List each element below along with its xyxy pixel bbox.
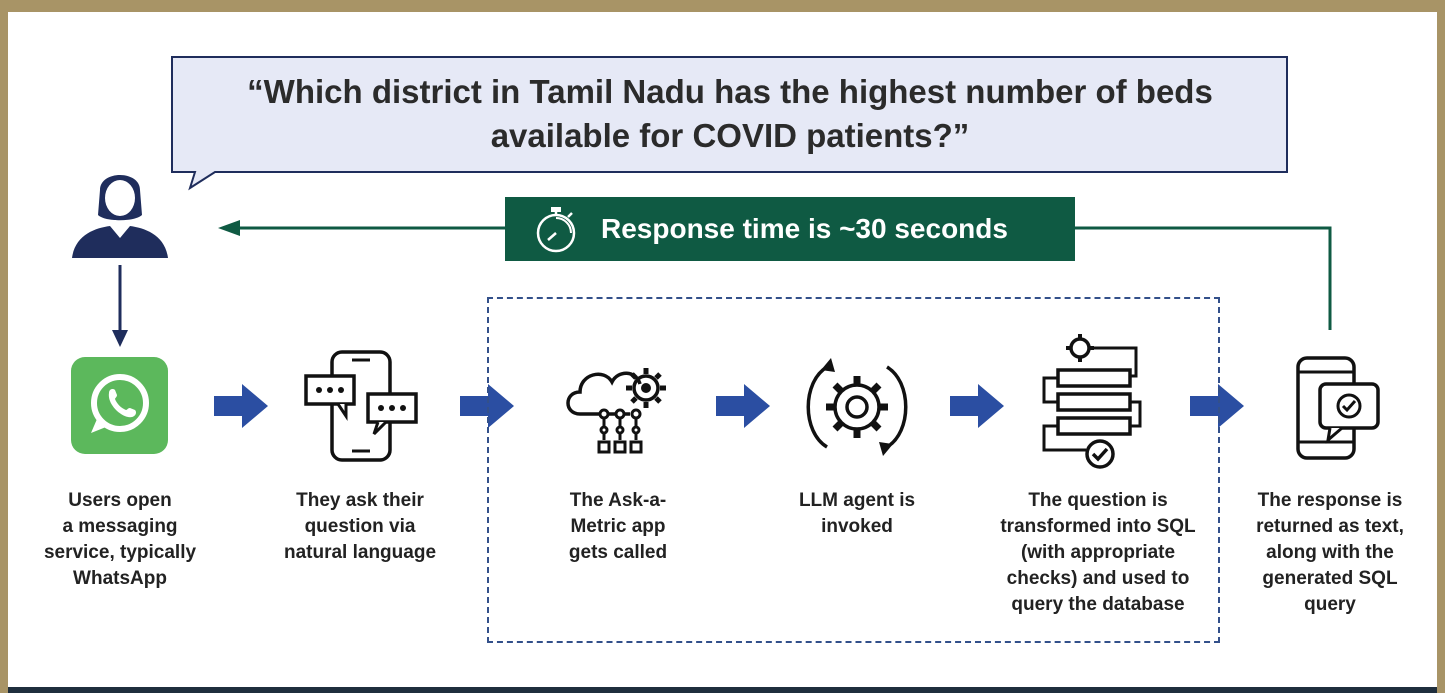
step-1-line: Users open (68, 490, 172, 511)
person-down-arrowhead (112, 330, 128, 347)
step-4-line: invoked (821, 516, 893, 537)
app-boundary-box (487, 297, 1220, 643)
response-time-banner: Response time is ~30 seconds (505, 197, 1075, 261)
step-label-2: They ask their question via natural lang… (260, 488, 460, 566)
stopwatch-icon (536, 207, 576, 253)
step-label-6: The response is returned as text, along … (1232, 488, 1428, 618)
step-6-line: returned as text, (1256, 516, 1404, 537)
flow-arrow-1 (214, 384, 268, 428)
question-line-2: available for COVID patients?” (490, 117, 970, 154)
step-1-line: a messaging (62, 516, 178, 537)
step-5-line: query the database (1011, 594, 1185, 615)
step-6-line: generated SQL (1262, 568, 1398, 589)
return-arrowhead (218, 220, 240, 236)
return-line (1075, 226, 1332, 330)
speech-bubble (171, 56, 1288, 191)
step-6-line: query (1304, 594, 1356, 615)
step-4-line: LLM agent is (798, 490, 916, 511)
step-label-1: Users open a messaging service, typicall… (20, 488, 220, 592)
step-label-4: LLM agent is invoked (757, 488, 957, 540)
step-5-line: checks) and used to (1006, 568, 1190, 589)
bottom-border (8, 687, 1437, 693)
step-label-5: The question is transformed into SQL (wi… (978, 488, 1218, 618)
step-3-line: gets called (568, 542, 668, 563)
step-5-line: (with appropriate (1020, 542, 1176, 563)
step-5-line: transformed into SQL (1000, 516, 1196, 537)
cloud-gear-icon (566, 368, 666, 454)
step-1-line: WhatsApp (73, 568, 167, 589)
flow-arrow-5 (1190, 384, 1244, 428)
gear-cycle-icon (806, 358, 908, 456)
step-6-line: The response is (1257, 490, 1403, 511)
step-2-line: question via (304, 516, 416, 537)
phone-chat-icon (304, 350, 418, 462)
step-2-line: natural language (283, 542, 437, 563)
step-3-line: The Ask-a- (569, 490, 667, 511)
step-2-line: They ask their (296, 490, 424, 511)
question-line-1: “Which district in Tamil Nadu has the hi… (247, 73, 1213, 110)
response-time-text: Response time is ~30 seconds (601, 213, 1008, 244)
database-check-icon (1042, 334, 1142, 469)
flow-arrow-4 (950, 384, 1004, 428)
step-3-line: Metric app (570, 516, 666, 537)
step-label-3: The Ask-a- Metric app gets called (518, 488, 718, 566)
step-1-line: service, typically (43, 542, 197, 563)
step-6-line: along with the (1266, 542, 1394, 563)
flow-arrow-3 (716, 384, 770, 428)
phone-check-icon (1296, 356, 1380, 460)
step-5-line: The question is (1028, 490, 1168, 511)
question-text: “Which district in Tamil Nadu has the hi… (200, 70, 1260, 158)
whatsapp-icon (71, 357, 168, 454)
user-icon (72, 175, 168, 258)
